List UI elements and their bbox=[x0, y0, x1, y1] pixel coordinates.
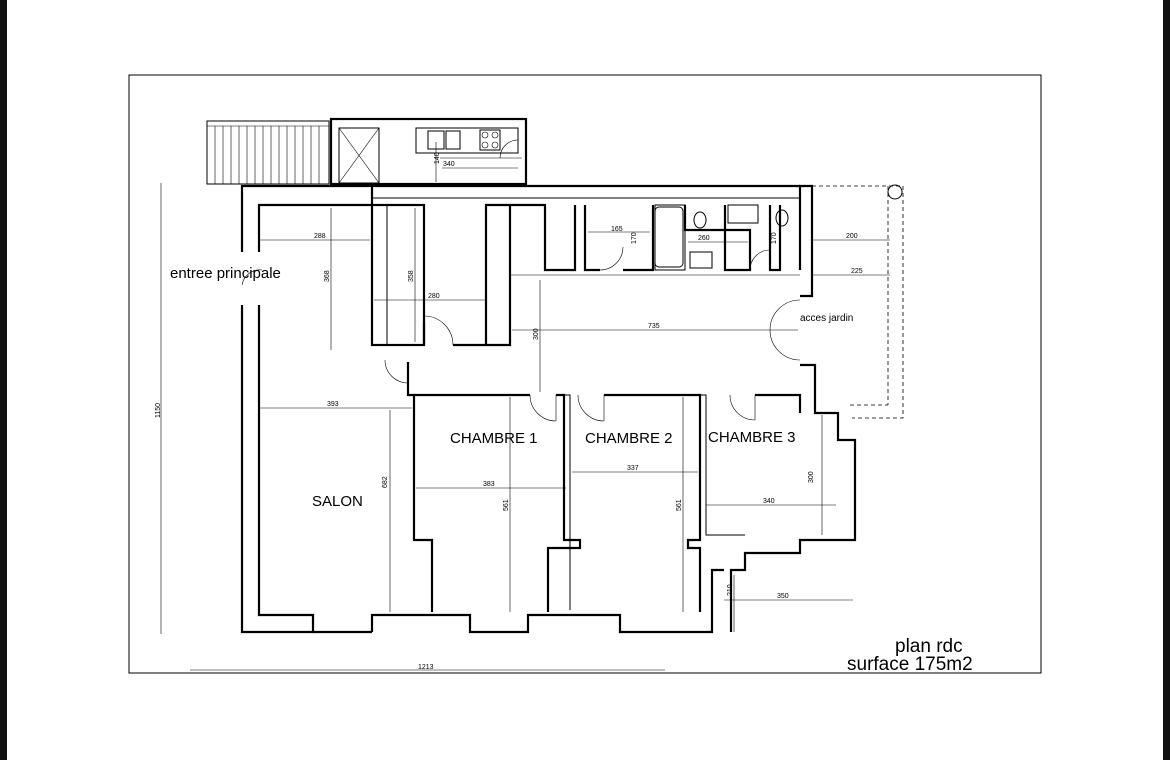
dim-340-c3: 340 bbox=[763, 498, 775, 505]
dim-561-a: 561 bbox=[503, 499, 510, 511]
room-label-chambre-3: CHAMBRE 3 bbox=[708, 429, 796, 446]
screen-edge-right bbox=[1163, 0, 1170, 760]
plan-title: plan rdc bbox=[895, 636, 963, 657]
dim-358: 358 bbox=[408, 270, 415, 282]
dim-280: 280 bbox=[428, 293, 440, 300]
plan-surface: surface 175m2 bbox=[847, 654, 973, 675]
label-entree-principale: entree principale bbox=[170, 265, 281, 282]
dim-561-b: 561 bbox=[676, 499, 683, 511]
dim-300-c3: 300 bbox=[808, 471, 815, 483]
dim-288: 288 bbox=[314, 233, 326, 240]
dim-735: 735 bbox=[648, 323, 660, 330]
dim-393: 393 bbox=[327, 401, 339, 408]
bathroom-fixtures bbox=[654, 204, 789, 269]
dim-368: 368 bbox=[324, 270, 331, 282]
dim-210: 210 bbox=[727, 584, 734, 596]
screen-edge-left bbox=[0, 0, 7, 760]
interior-walls bbox=[370, 203, 802, 612]
dimension-texts: 288 368 358 280 140 340 165 170 260 170 … bbox=[155, 152, 863, 671]
dim-1213: 1213 bbox=[418, 664, 434, 671]
kitchen-block bbox=[329, 117, 528, 186]
dim-1150: 1150 bbox=[155, 403, 162, 418]
dim-682: 682 bbox=[382, 476, 389, 488]
label-acces-jardin: acces jardin bbox=[800, 313, 853, 324]
dim-170-a: 170 bbox=[631, 232, 638, 244]
dim-140: 140 bbox=[434, 152, 441, 164]
dim-200: 200 bbox=[846, 233, 858, 240]
garden-area bbox=[812, 184, 904, 419]
dim-383: 383 bbox=[483, 481, 495, 488]
room-label-chambre-2: CHAMBRE 2 bbox=[585, 430, 673, 447]
room-label-chambre-1: CHAMBRE 1 bbox=[450, 430, 538, 447]
dim-350: 350 bbox=[777, 593, 789, 600]
door-swings bbox=[241, 246, 801, 422]
dim-340-top: 340 bbox=[443, 161, 455, 168]
sheet-frame bbox=[128, 74, 1042, 674]
dim-260: 260 bbox=[698, 235, 710, 242]
outer-walls bbox=[240, 184, 857, 634]
dim-170-b: 170 bbox=[771, 232, 778, 244]
entry-steps bbox=[206, 120, 330, 185]
dim-300-v: 300 bbox=[533, 328, 540, 340]
dim-337: 337 bbox=[627, 465, 639, 472]
dim-225: 225 bbox=[851, 268, 863, 275]
dim-165: 165 bbox=[611, 226, 623, 233]
room-label-salon: SALON bbox=[312, 493, 363, 510]
dimension-lines bbox=[160, 157, 890, 671]
